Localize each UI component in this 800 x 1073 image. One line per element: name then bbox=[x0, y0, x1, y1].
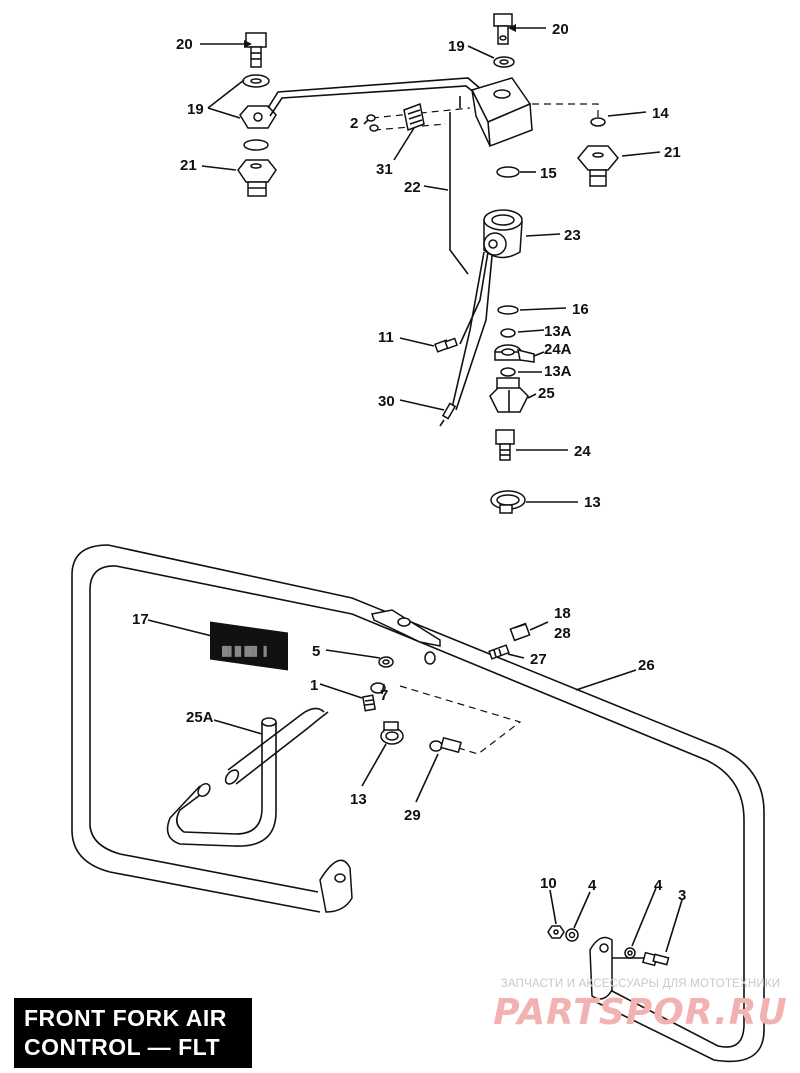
washer-4-left bbox=[565, 928, 579, 942]
decal-17: █▌█▐█▌▐ bbox=[210, 621, 288, 671]
svg-text:█▌█▐█▌▐: █▌█▐█▌▐ bbox=[222, 645, 267, 657]
callout-7: 7 bbox=[380, 687, 388, 704]
air-line-22-vertical bbox=[449, 112, 469, 275]
nut-21-left bbox=[237, 159, 277, 197]
screws-2 bbox=[366, 114, 379, 132]
callout-28: 28 bbox=[554, 625, 571, 642]
watermark-tagline: ЗАПЧАСТИ И АКСЕССУАРЫ ДЛЯ МОТОТЕХНИКИ bbox=[500, 978, 781, 990]
callout-10: 10 bbox=[540, 875, 557, 892]
o-ring-13a-lower bbox=[500, 367, 516, 377]
dashed-line-14 bbox=[532, 103, 599, 118]
washer-19-left bbox=[242, 74, 270, 88]
washer-4-right bbox=[624, 947, 636, 959]
callout-19-right: 19 bbox=[448, 38, 465, 55]
callout-21-left: 21 bbox=[180, 157, 197, 174]
callout-11: 11 bbox=[378, 329, 394, 346]
washer-19-right bbox=[493, 56, 515, 68]
callout-22: 22 bbox=[404, 179, 421, 196]
fitting-24 bbox=[495, 429, 515, 461]
callout-27: 27 bbox=[530, 651, 547, 668]
caption-line-2: CONTROL — FLT bbox=[24, 1034, 221, 1060]
bolt-20-left bbox=[245, 32, 267, 68]
bar-bracket bbox=[371, 609, 441, 647]
lock-washer-7 bbox=[370, 682, 386, 694]
o-ring-13a-upper bbox=[500, 328, 516, 338]
manifold-block bbox=[470, 77, 533, 148]
o-ring-16 bbox=[497, 305, 519, 315]
wire-30b bbox=[451, 251, 485, 409]
callout-16: 16 bbox=[572, 301, 589, 318]
air-line-22 bbox=[267, 77, 483, 117]
caption-line-1: FRONT FORK AIR bbox=[24, 1005, 227, 1031]
callout-3: 3 bbox=[678, 887, 686, 904]
terminal-30 bbox=[439, 402, 457, 427]
bolt-3 bbox=[641, 951, 670, 967]
o-ring-15 bbox=[496, 166, 520, 178]
callout-13-bottom: 13 bbox=[350, 791, 367, 808]
callout-4-left: 4 bbox=[588, 877, 597, 894]
mounting-plate-right bbox=[589, 936, 644, 1000]
crash-bar-26 bbox=[71, 544, 765, 1063]
hose-clamp-13-bottom bbox=[380, 721, 404, 745]
diagram-caption: FRONT FORK AIR CONTROL — FLT bbox=[14, 998, 252, 1068]
wire-11 bbox=[459, 251, 489, 345]
o-ring-14 bbox=[590, 117, 606, 127]
callout-1: 1 bbox=[310, 677, 318, 694]
fitting-nut-left bbox=[239, 105, 277, 151]
callout-20-right: 20 bbox=[552, 21, 569, 38]
grommet bbox=[424, 651, 436, 665]
callout-18: 18 bbox=[554, 605, 571, 622]
wire-30 bbox=[455, 255, 493, 411]
dashed-outline-29 bbox=[399, 685, 522, 755]
clip-31 bbox=[403, 102, 425, 132]
adapter-25 bbox=[489, 377, 529, 413]
callout-5: 5 bbox=[312, 643, 320, 660]
nut-5 bbox=[378, 656, 394, 668]
screw-1 bbox=[361, 694, 377, 712]
watermark-brand: PARTSPOR.RU bbox=[493, 992, 788, 1033]
callout-15: 15 bbox=[540, 165, 557, 182]
nut-21-right bbox=[577, 145, 619, 187]
callout-24: 24 bbox=[574, 443, 591, 460]
callout-2: 2 bbox=[350, 115, 358, 132]
fitting-29 bbox=[429, 736, 462, 754]
callout-19-left: 19 bbox=[187, 101, 204, 118]
hose-clamp-13-top bbox=[490, 490, 526, 514]
mounting-plate-left bbox=[319, 859, 353, 913]
leader-lines bbox=[147, 24, 683, 953]
callout-24a: 24A bbox=[544, 341, 572, 358]
callout-25a: 25A bbox=[186, 709, 214, 726]
valve-cap-18-28 bbox=[509, 622, 531, 642]
hose-25a bbox=[166, 707, 329, 847]
fitting-24a bbox=[494, 344, 535, 363]
callout-13a-lower: 13A bbox=[544, 363, 572, 380]
callout-30: 30 bbox=[378, 393, 395, 410]
callout-31: 31 bbox=[376, 161, 393, 178]
callout-25: 25 bbox=[538, 385, 555, 402]
callout-17: 17 bbox=[132, 611, 149, 628]
bolt-20-right bbox=[493, 13, 513, 45]
terminal-11 bbox=[434, 337, 459, 353]
watermark: ЗАПЧАСТИ И АКСЕССУАРЫ ДЛЯ МОТОТЕХНИКИ PA… bbox=[488, 978, 793, 1048]
callout-26: 26 bbox=[638, 657, 655, 674]
callout-21-right: 21 bbox=[664, 144, 681, 161]
callout-13-top: 13 bbox=[584, 494, 601, 511]
callout-14: 14 bbox=[652, 105, 669, 122]
nut-10 bbox=[547, 925, 565, 939]
valve-27 bbox=[488, 644, 510, 660]
callout-13a-upper: 13A bbox=[544, 323, 572, 340]
callout-20-left: 20 bbox=[176, 36, 193, 53]
callout-23: 23 bbox=[564, 227, 581, 244]
callout-29: 29 bbox=[404, 807, 421, 824]
pressure-switch-23 bbox=[483, 209, 523, 259]
callout-4-right: 4 bbox=[654, 877, 663, 894]
